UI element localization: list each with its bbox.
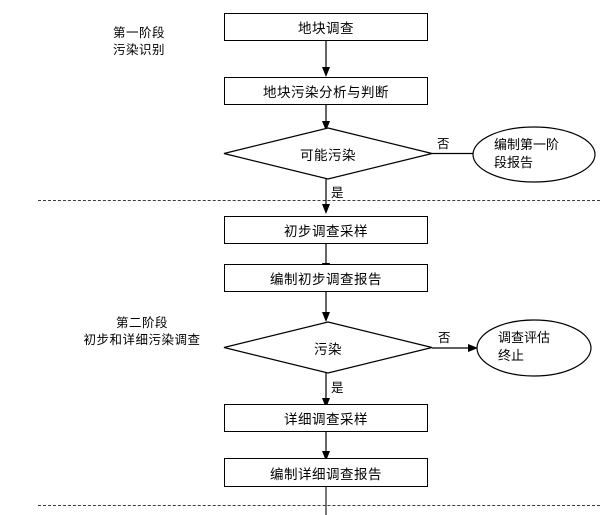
stage-1-label: 第一阶段 污染识别 (112, 25, 165, 57)
connector-decision-2-to-survey-terminated (432, 344, 478, 352)
report-phase-one-label: 编制第一阶 段报告 (494, 137, 560, 171)
node-detailed-report[interactable]: 编制详细调查报告 (224, 458, 428, 487)
stage-divider-1 (38, 200, 600, 201)
diamond-shape-2 (223, 321, 433, 374)
edge-label-yes-1: 是 (331, 185, 344, 200)
connector-analysis-to-decision-1 (322, 105, 330, 131)
stage-2-label: 第二阶段 初步和详细污染调查 (83, 315, 201, 347)
node-site-survey[interactable]: 地块调查 (224, 13, 428, 41)
node-survey-terminated[interactable]: 调查评估 终止 (476, 319, 592, 377)
node-decision-pollution[interactable]: 污染 (223, 321, 433, 374)
survey-terminated-label: 调查评估 终止 (498, 331, 551, 364)
node-detailed-sampling[interactable]: 详细调查采样 (224, 404, 428, 432)
connector-preliminary-report-to-decision-2 (322, 292, 330, 322)
node-pollution-analysis[interactable]: 地块污染分析与判断 (224, 77, 428, 105)
connector-decision-1-to-preliminary-sampling (322, 179, 330, 214)
connector-decision-2-to-detailed-sampling (322, 373, 330, 408)
edge-label-no-2: 否 (438, 330, 451, 345)
edge-label-yes-2: 是 (331, 380, 344, 395)
connector-decision-1-to-report-phase-one (432, 152, 478, 155)
node-report-phase-one[interactable]: 编制第一阶 段报告 (472, 126, 596, 183)
ellipse-shape-1 (472, 126, 596, 183)
ellipse-shape-2 (476, 319, 592, 377)
node-preliminary-report[interactable]: 编制初步调查报告 (224, 264, 428, 292)
stage-divider-2 (38, 505, 600, 506)
decision-2-label: 污染 (314, 341, 342, 358)
node-preliminary-sampling[interactable]: 初步调查采样 (224, 216, 428, 244)
connector-detailed-sampling-to-report (322, 432, 330, 461)
decision-1-label: 可能污染 (300, 147, 356, 164)
connector-site-survey-to-analysis (322, 41, 330, 77)
connector-detailed-report-downward (325, 487, 327, 515)
diamond-shape-1 (223, 127, 433, 180)
edge-label-no-1: 否 (437, 136, 450, 151)
node-decision-possible-pollution[interactable]: 可能污染 (223, 127, 433, 180)
